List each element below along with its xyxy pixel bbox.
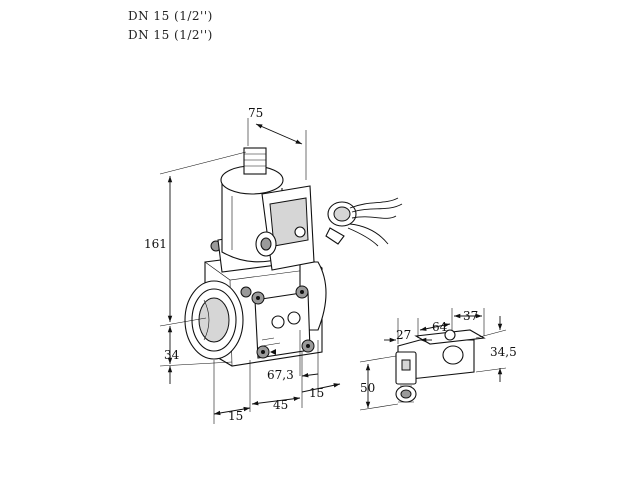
dim-coil-length: 64 xyxy=(432,320,448,334)
dim-connector-width: 37 xyxy=(463,309,478,323)
caption-size-line-2: DN 15 (1/2'') xyxy=(128,28,213,42)
dim-width-top: 75 xyxy=(248,106,263,120)
main-dimension-lines xyxy=(159,118,341,424)
dim-outlet-offset: 15 xyxy=(309,386,324,400)
dim-coil-height: 34,5 xyxy=(490,345,517,359)
bolt-group xyxy=(210,240,315,359)
dim-coil-width: 27 xyxy=(396,328,411,342)
dim-coil-depth: 50 xyxy=(360,381,375,395)
caption-size-line-1: DN 15 (1/2'') xyxy=(128,9,213,23)
coil-dimension-lines xyxy=(359,308,507,411)
dim-height-lower: 34 xyxy=(164,348,180,362)
dim-depth-front: 67,3 xyxy=(267,368,294,382)
dim-height-total: 161 xyxy=(144,237,167,251)
dim-width-mid: 45 xyxy=(273,398,288,412)
valve-body xyxy=(184,147,403,367)
coil-detail xyxy=(395,329,486,403)
dim-inlet-offset: 15 xyxy=(228,409,243,423)
